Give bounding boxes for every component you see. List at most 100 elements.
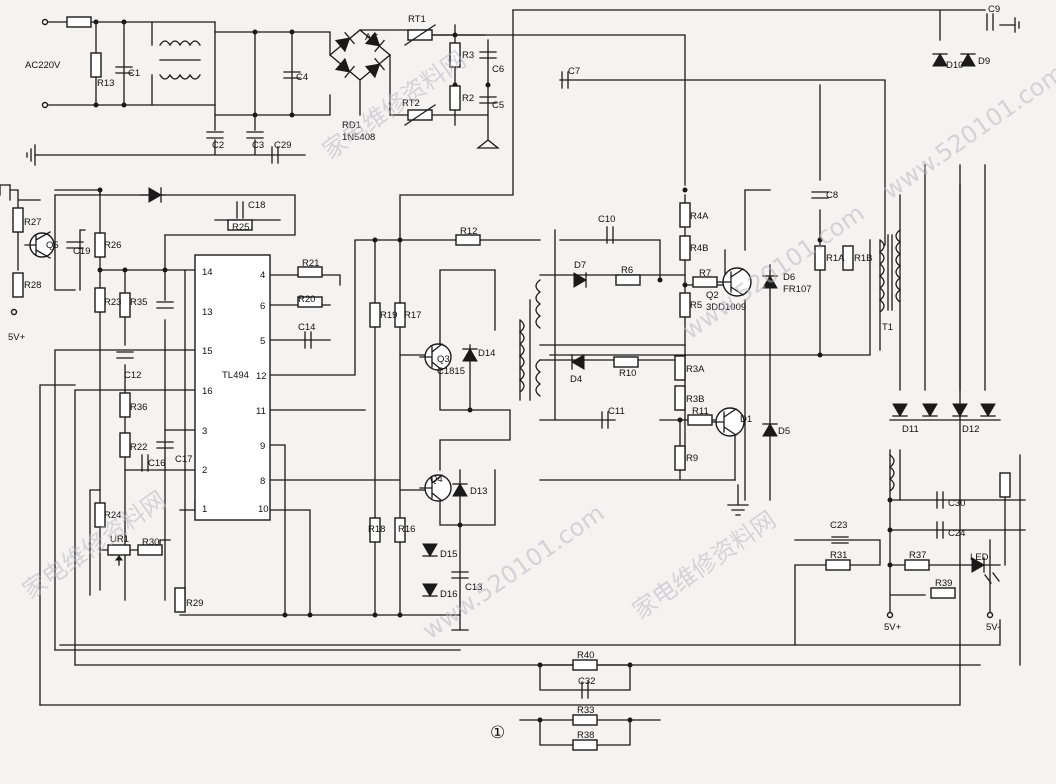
- diode-label: D6: [783, 272, 795, 283]
- section-labels: AC220V AC RD1 1N5408 TL494 D1 Q2 3DD1009…: [8, 32, 1000, 743]
- ic-label: TL494: [222, 370, 249, 381]
- out-pos-label: 5V+: [884, 622, 902, 633]
- d6-part-label: FR107: [783, 284, 812, 295]
- cap-label: C30: [948, 498, 965, 509]
- rd1-part-label: 1N5408: [342, 132, 375, 143]
- ic-pin: 15: [202, 346, 213, 357]
- wires: [9, 9, 1026, 746]
- cap-label: C23: [830, 520, 847, 531]
- aux-supply-label: 5V+: [8, 332, 26, 343]
- diode-label: D13: [470, 486, 487, 497]
- led-label: LED: [970, 552, 989, 563]
- resistor-symbols: [12, 16, 1011, 751]
- cap-label: C10: [598, 214, 615, 225]
- diode-label: D4: [570, 374, 582, 385]
- ic-pin: 13: [202, 307, 213, 318]
- res-label: R18: [368, 524, 385, 535]
- res-label: R28: [24, 280, 41, 291]
- res-label: R19: [380, 310, 397, 321]
- cap-label: C5: [492, 100, 504, 111]
- diode-label: D12: [962, 424, 979, 435]
- cap-label: C8: [826, 190, 838, 201]
- ac-input-label: AC220V: [25, 60, 61, 71]
- res-label: R37: [909, 550, 926, 561]
- driver-transformer: [518, 279, 542, 401]
- ic-pin: 6: [260, 301, 265, 312]
- q2-part-label: 3DD1009: [706, 302, 746, 313]
- thermistor-label: RT2: [402, 98, 420, 109]
- res-label: R39: [935, 578, 952, 589]
- potentiometer-ur1: [107, 544, 131, 566]
- tl494-ic: [194, 254, 271, 521]
- res-label: R17: [404, 310, 421, 321]
- res-label: R33: [577, 705, 594, 716]
- ic-pin: 1: [202, 504, 207, 515]
- res-label: R23: [104, 297, 121, 308]
- diode-labels: D4 D5 D6 D7 D9 D10 D11 D12 D13 D14 D15 D…: [440, 56, 990, 600]
- capacitor-labels: C1 C2 C3 C4 C29 C5 C6 C7 C8 C9 C10 C11 C…: [73, 4, 1000, 687]
- ground-symbols: [0, 17, 1020, 631]
- res-label: R13: [97, 78, 114, 89]
- diode-label: D7: [574, 260, 586, 271]
- q2-label: Q2: [706, 290, 719, 301]
- res-label: R4B: [690, 243, 708, 254]
- cap-label: C4: [296, 72, 308, 83]
- res-label: R16: [398, 524, 415, 535]
- misc-component-labels: RT1 RT2 UR1: [110, 14, 426, 545]
- cap-label: C2: [212, 140, 224, 151]
- diode-label: D11: [902, 424, 919, 435]
- res-label: R24: [104, 510, 121, 521]
- ic-pin: 11: [256, 406, 266, 417]
- res-label: R26: [104, 240, 121, 251]
- res-label: R7: [699, 268, 711, 279]
- ic-pin: 3: [202, 426, 207, 437]
- res-label: R22: [130, 442, 147, 453]
- ic-pin: 12: [256, 371, 267, 382]
- res-label: R10: [619, 368, 636, 379]
- watermark-text: 家电维修资料网: [627, 506, 781, 625]
- cap-label: C24: [948, 528, 965, 539]
- t1-label: T1: [882, 322, 893, 333]
- pot-label: UR1: [110, 534, 129, 545]
- q4-label: Q4: [430, 474, 443, 485]
- res-label: R1B: [854, 253, 872, 264]
- cap-label: C3: [252, 140, 264, 151]
- main-transformer-t1: [878, 229, 902, 492]
- cap-label: C32: [578, 676, 595, 687]
- cap-label: C7: [568, 66, 580, 77]
- res-label: R3B: [686, 394, 704, 405]
- diode-label: D15: [440, 549, 457, 560]
- rd1-label: RD1: [342, 120, 361, 131]
- diode-label: D14: [478, 348, 495, 359]
- res-label: R31: [830, 550, 847, 561]
- ic-pin: 16: [202, 386, 213, 397]
- diode-label: D9: [978, 56, 990, 67]
- res-label: R4A: [690, 211, 709, 222]
- ic-pin: 14: [202, 267, 213, 278]
- cap-label: C29: [274, 140, 291, 151]
- q3-part-label: C1815: [437, 366, 465, 377]
- cap-label: C1: [128, 68, 140, 79]
- thermistor-label: RT1: [408, 14, 426, 25]
- thermistor-symbols: [404, 24, 436, 126]
- diode-label: D10: [946, 60, 963, 71]
- out-neg-label: 5V-: [986, 622, 1000, 633]
- res-label: R1A: [826, 253, 845, 264]
- transistor-symbols: [24, 231, 752, 502]
- ic-pin: 5: [260, 336, 265, 347]
- res-label: R30: [142, 537, 159, 548]
- diode-symbols: [148, 32, 1000, 597]
- ic-pin-labels: 14 13 15 16 3 2 1 10 4 6 5 12 11 9 8: [202, 267, 269, 515]
- cap-label: C19: [73, 246, 90, 257]
- res-label: R25: [232, 222, 249, 233]
- q5-label: Q5: [46, 240, 59, 251]
- diode-label: D16: [440, 589, 457, 600]
- res-label: R3A: [686, 364, 705, 375]
- res-label: R35: [130, 297, 147, 308]
- res-label: R21: [302, 258, 319, 269]
- q1-label: D1: [740, 414, 752, 425]
- res-label: R29: [186, 598, 203, 609]
- res-label: R38: [577, 730, 594, 741]
